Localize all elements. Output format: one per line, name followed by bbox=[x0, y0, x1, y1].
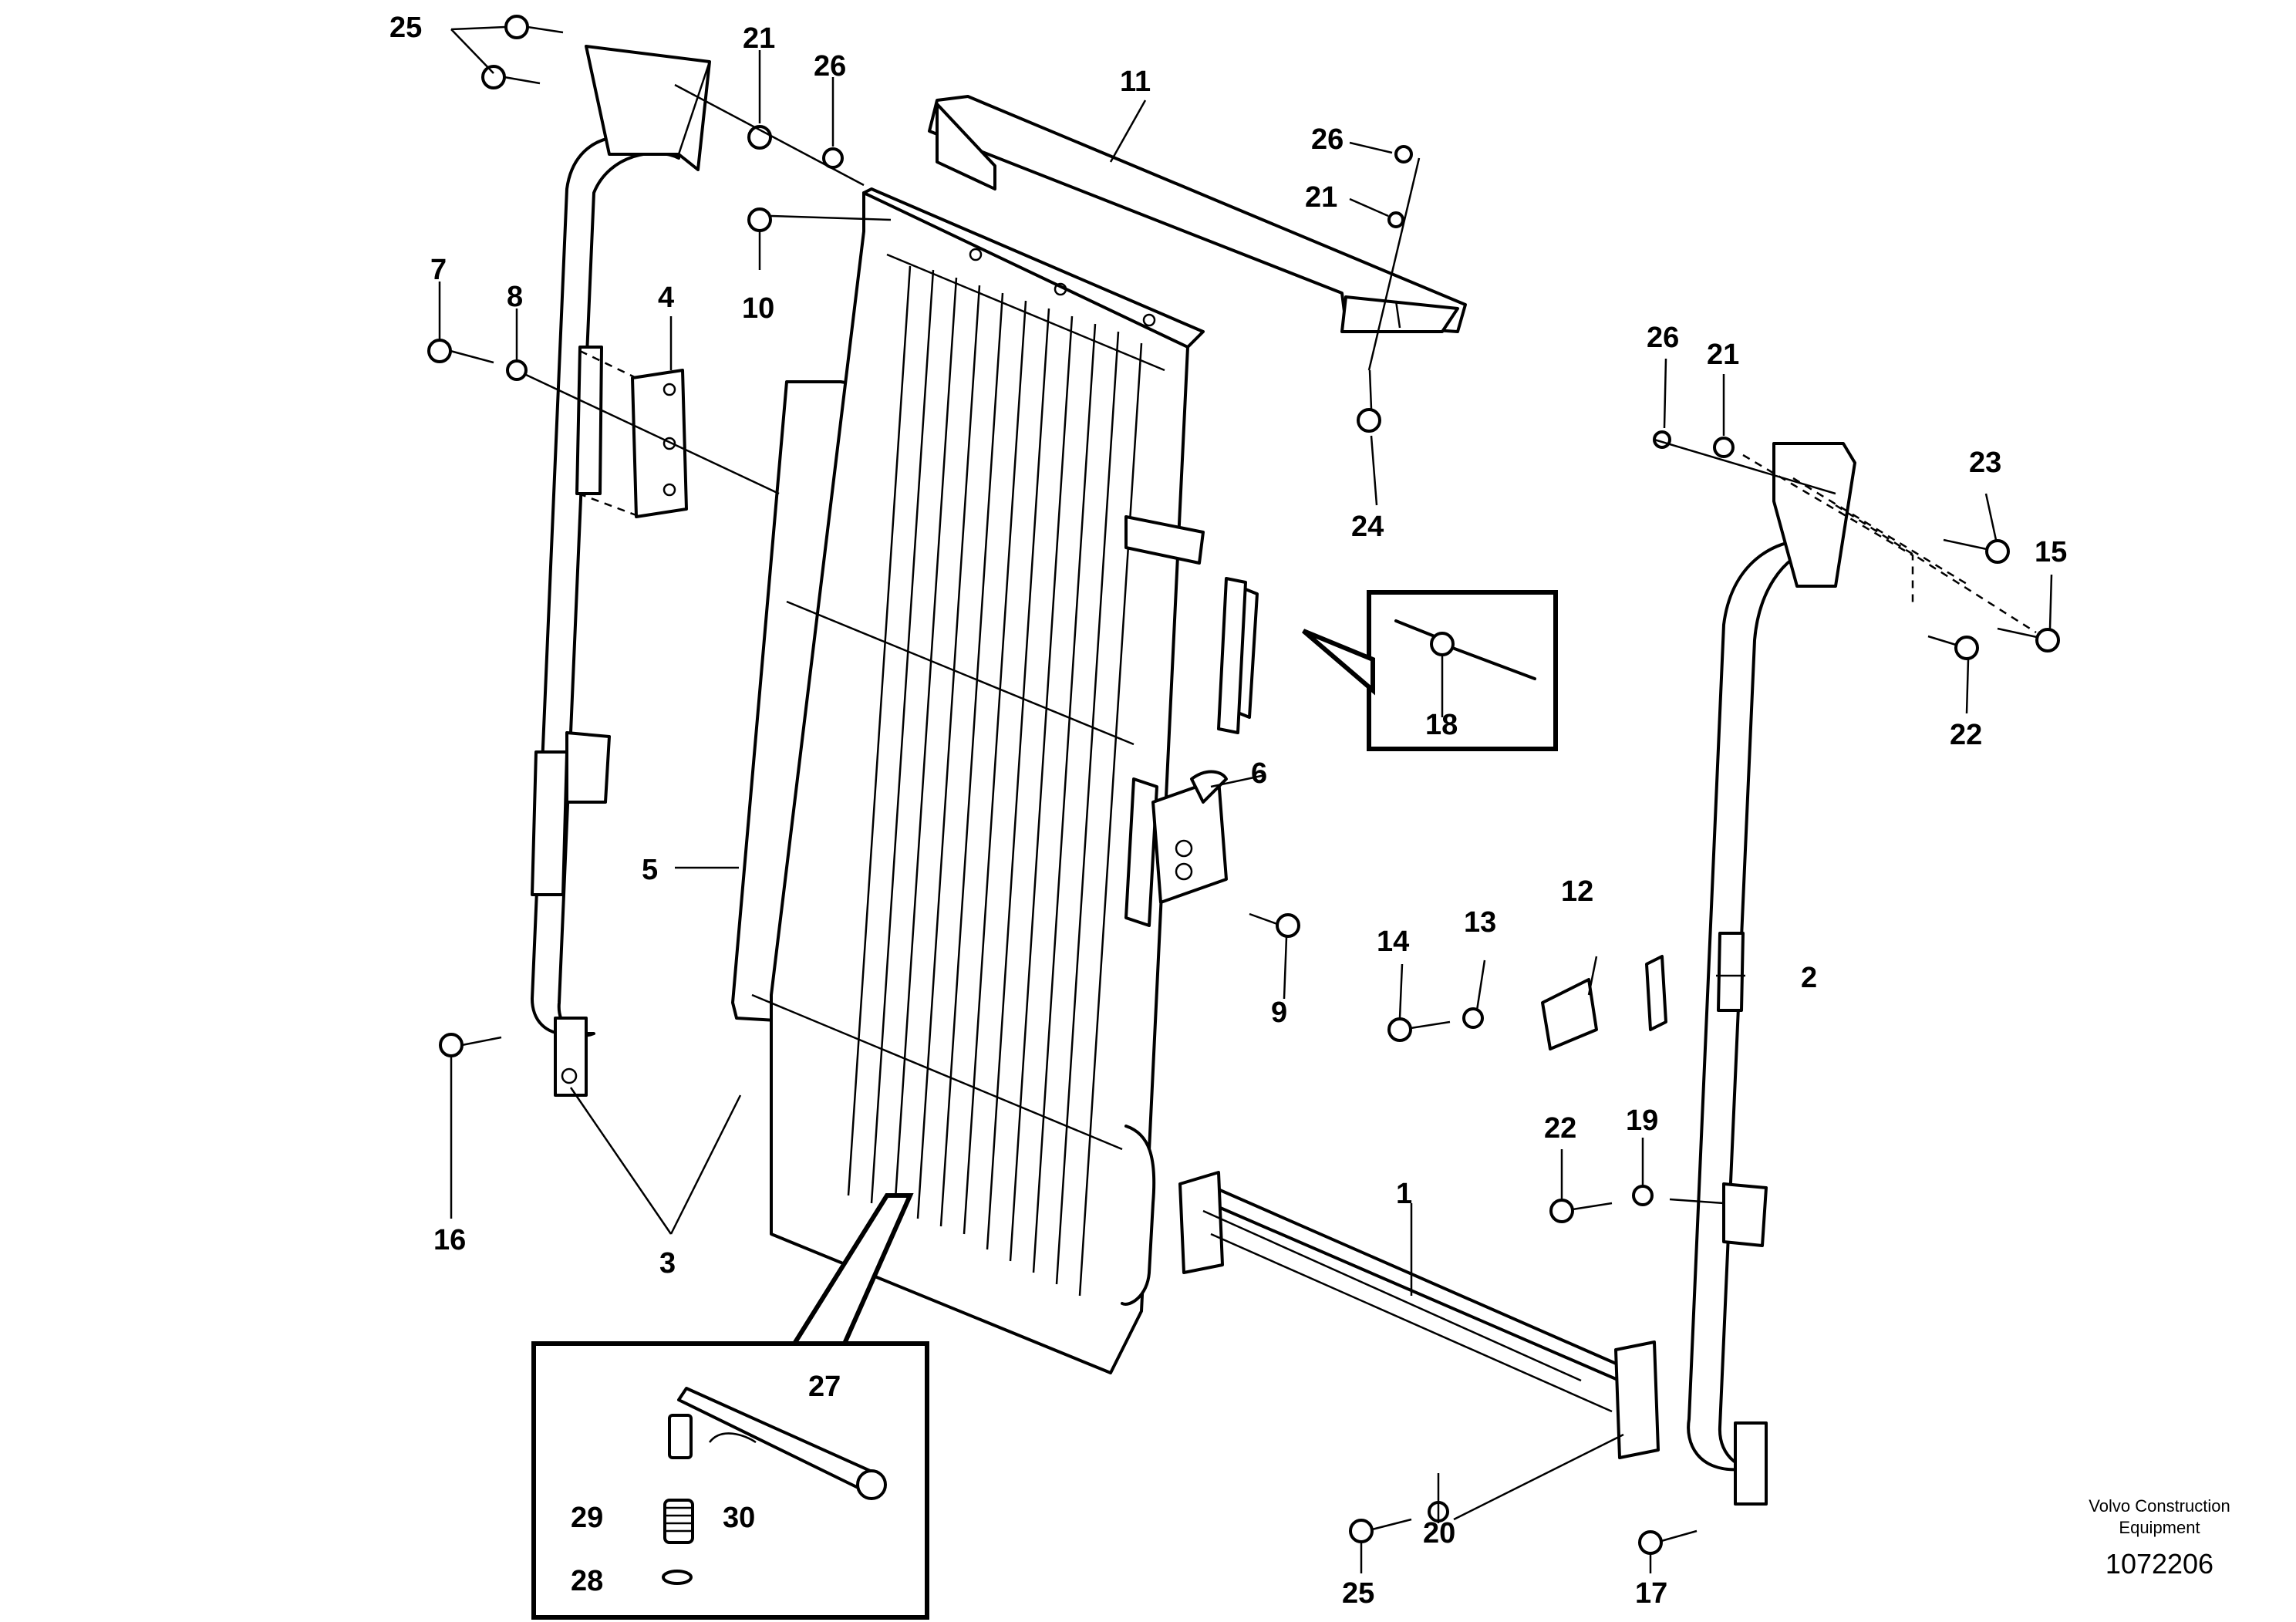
callout-23: 23 bbox=[1969, 447, 2001, 479]
callout-6: 6 bbox=[1251, 757, 1267, 790]
callout-27: 27 bbox=[808, 1371, 841, 1403]
fasteners bbox=[427, 15, 2060, 1555]
pin-detail-inset bbox=[531, 1193, 929, 1620]
callout-24: 24 bbox=[1351, 511, 1384, 543]
callout-29: 29 bbox=[571, 1502, 603, 1534]
left-handrail bbox=[531, 45, 711, 1097]
callout-17: 17 bbox=[1635, 1577, 1667, 1610]
right-handrail bbox=[1687, 442, 1856, 1506]
credit-line-2: Equipment bbox=[2119, 1518, 2200, 1537]
callout-leaders bbox=[438, 25, 2053, 1573]
callout-22-right: 22 bbox=[1950, 719, 1982, 751]
callout-25-bottom: 25 bbox=[1342, 1577, 1374, 1610]
callout-1: 1 bbox=[1396, 1178, 1412, 1210]
top-cover bbox=[928, 95, 1467, 333]
assembly-lines bbox=[524, 83, 2037, 1521]
callout-13: 13 bbox=[1464, 906, 1496, 939]
callout-11: 11 bbox=[1120, 66, 1151, 98]
credit-line-1: Volvo Construction bbox=[2089, 1496, 2230, 1516]
callout-22-lower: 22 bbox=[1544, 1112, 1576, 1145]
callout-9: 9 bbox=[1271, 996, 1287, 1029]
callout-21-left: 21 bbox=[743, 22, 775, 55]
callout-30: 30 bbox=[723, 1502, 755, 1534]
callout-20: 20 bbox=[1423, 1517, 1455, 1549]
callout-3: 3 bbox=[659, 1247, 676, 1280]
callout-26-right: 26 bbox=[1647, 322, 1679, 354]
callout-2: 2 bbox=[1801, 962, 1817, 994]
callout-26-middle: 26 bbox=[1311, 123, 1344, 156]
callout-labels: 1 2 3 4 5 6 7 8 9 10 11 12 13 14 15 16 1… bbox=[389, 12, 2067, 1610]
callout-28: 28 bbox=[571, 1565, 603, 1597]
bottom-tube bbox=[1178, 1171, 1660, 1459]
rivet-detail-inset bbox=[1217, 577, 1558, 751]
callout-15: 15 bbox=[2035, 536, 2067, 568]
callout-21-right: 21 bbox=[1707, 339, 1739, 371]
callout-8: 8 bbox=[507, 281, 523, 313]
callout-25-top: 25 bbox=[389, 12, 422, 44]
callout-5: 5 bbox=[642, 854, 658, 886]
callout-12: 12 bbox=[1561, 875, 1593, 908]
callout-7: 7 bbox=[430, 254, 447, 286]
callout-26-left: 26 bbox=[814, 50, 846, 83]
callout-18: 18 bbox=[1425, 709, 1458, 741]
latch bbox=[1151, 770, 1228, 904]
callout-4: 4 bbox=[658, 282, 674, 314]
grille-assembly bbox=[731, 187, 1259, 1374]
callout-19: 19 bbox=[1626, 1104, 1658, 1137]
drawing-number: 1072206 bbox=[2106, 1548, 2213, 1580]
hinge bbox=[578, 349, 688, 518]
credit-block: Volvo Construction Equipment 1072206 bbox=[2089, 1496, 2230, 1580]
callout-21-middle: 21 bbox=[1305, 181, 1337, 214]
callout-16: 16 bbox=[433, 1224, 466, 1256]
callout-14: 14 bbox=[1377, 926, 1409, 958]
callout-10: 10 bbox=[742, 292, 774, 325]
bracket bbox=[1541, 955, 1667, 1050]
